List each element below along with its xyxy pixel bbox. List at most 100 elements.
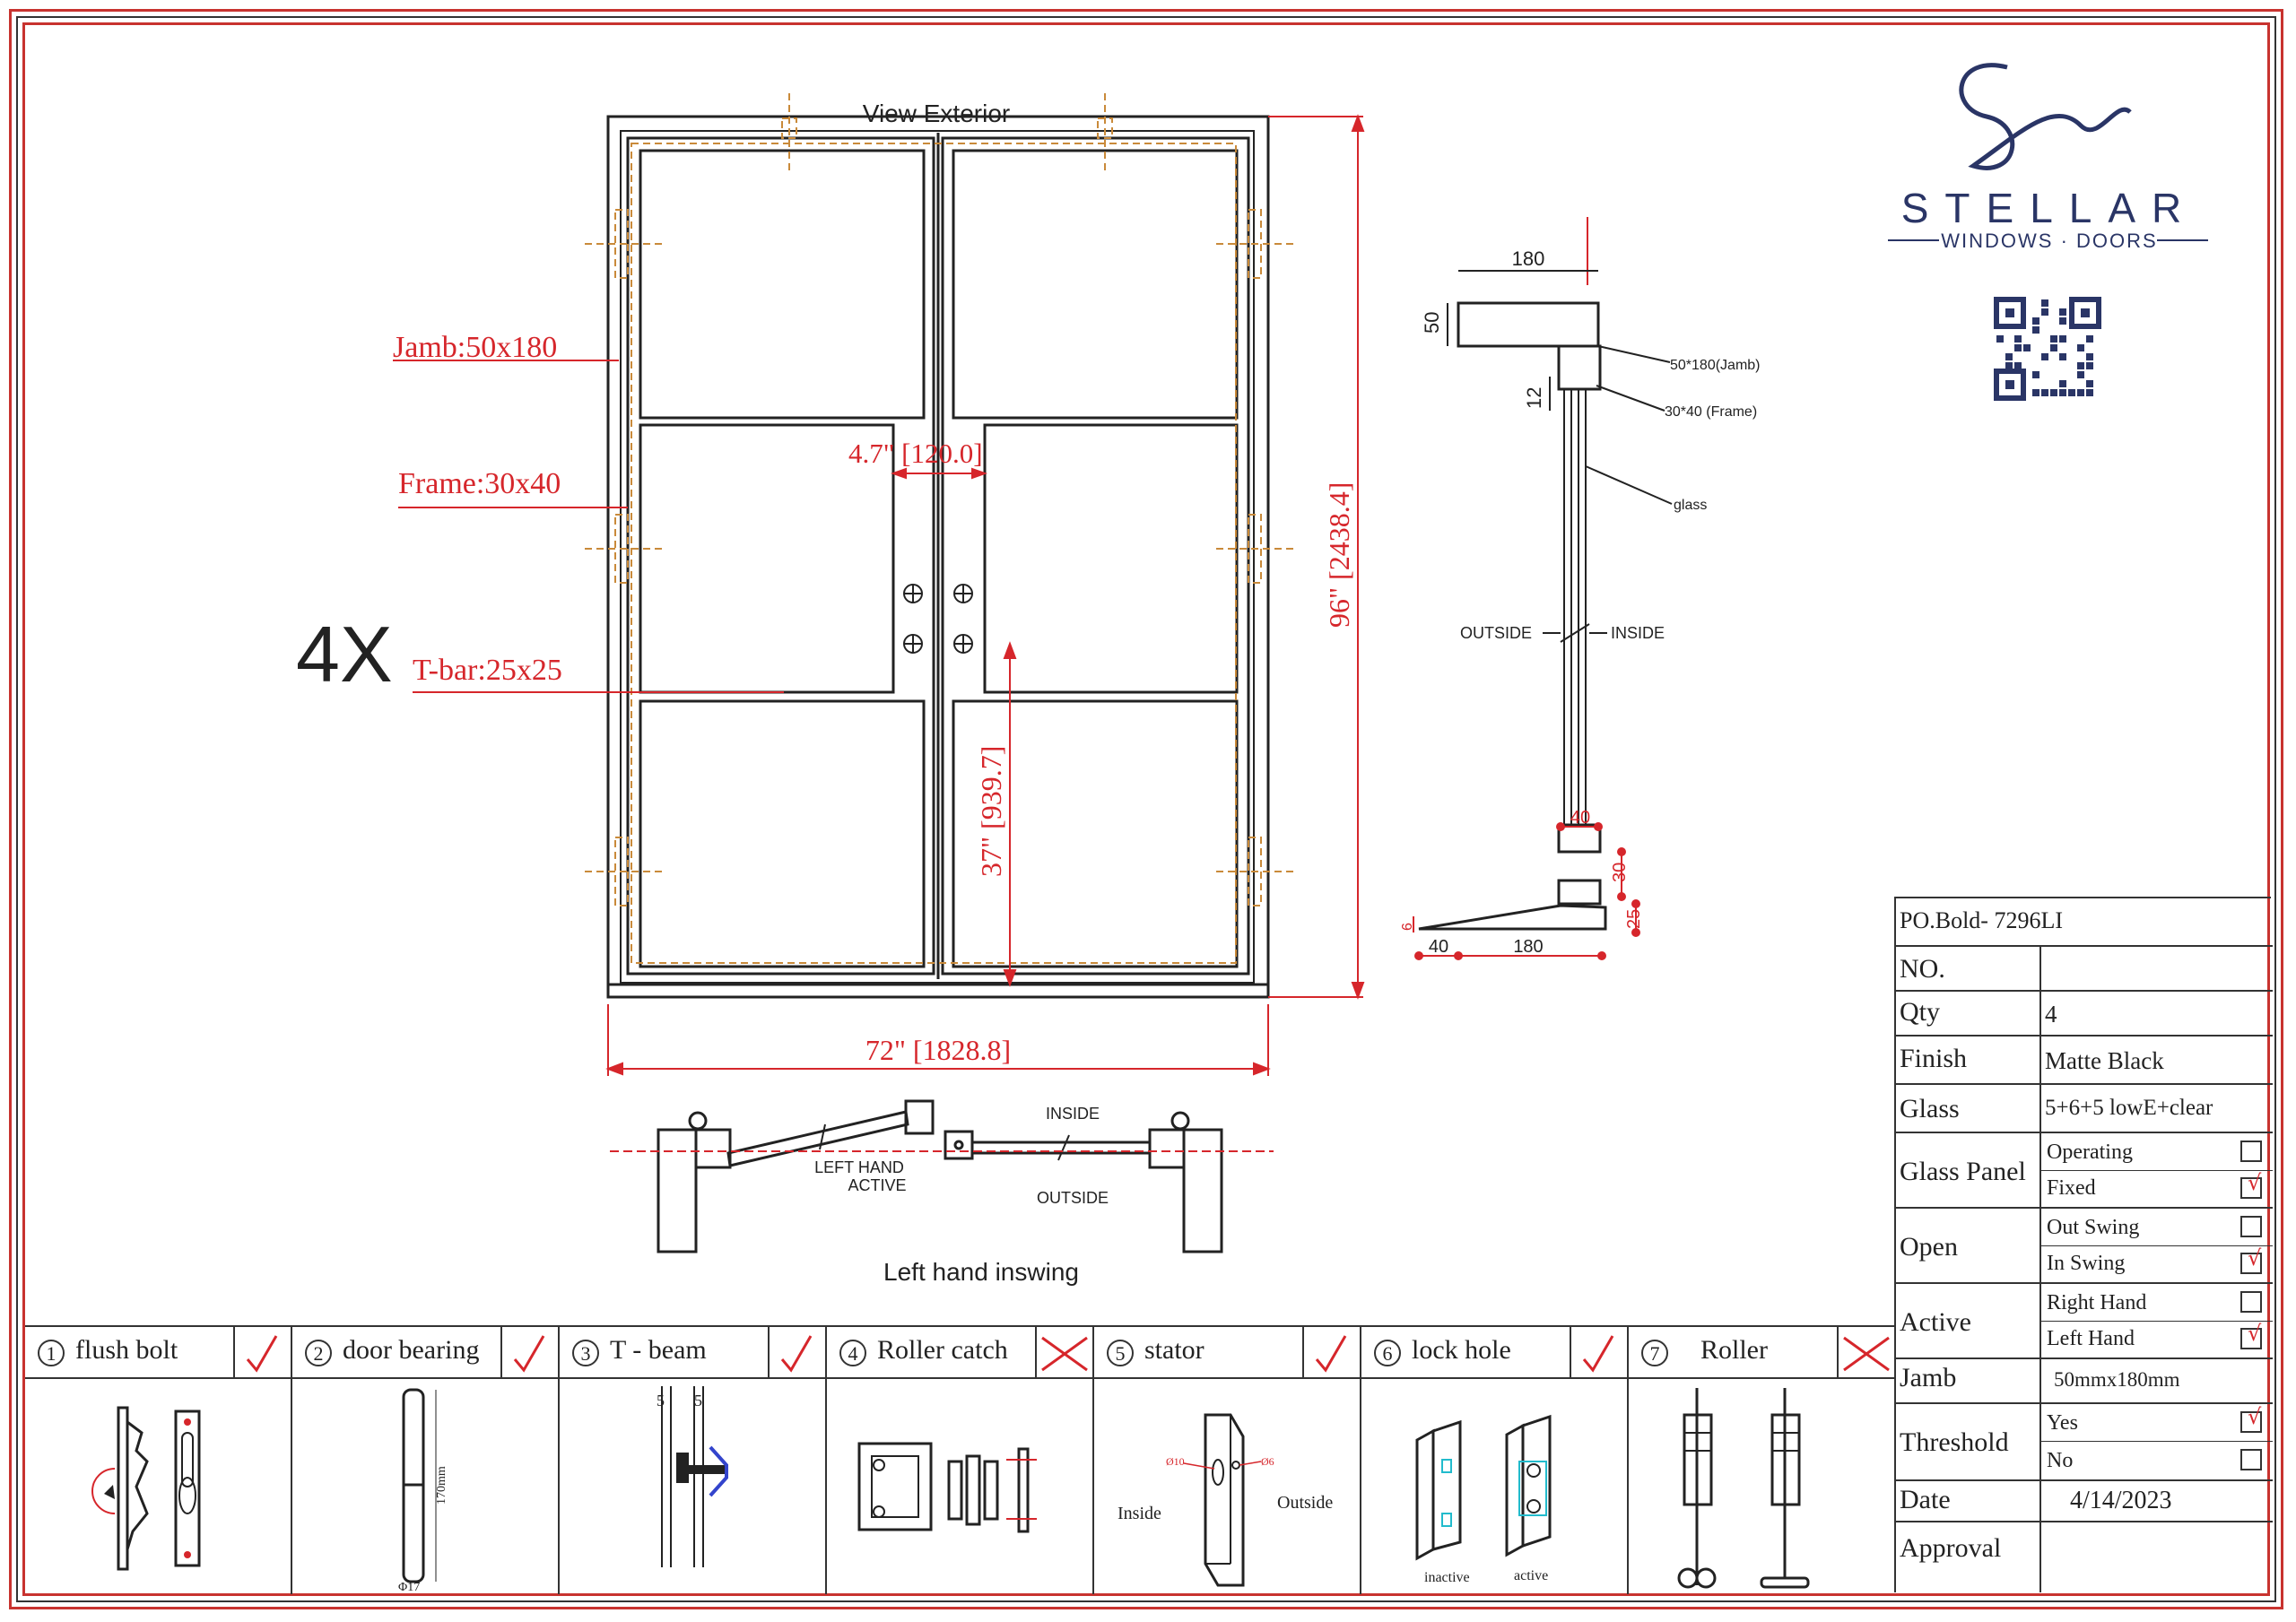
po-row: PO.Bold- 7296LI <box>1896 898 2273 947</box>
checkmark-icon: √ <box>2248 1404 2262 1429</box>
quantity-mark: 4X <box>296 610 393 698</box>
threshold-option-yes: Yes <box>2047 1411 2078 1435</box>
glass-note: glass <box>1674 498 1707 513</box>
glass-row: Glass 5+6+5 lowE+clear <box>1896 1085 2273 1133</box>
qr-code <box>1994 297 2101 401</box>
door-bearing-icon: 170mm Φ17 <box>398 1388 448 1594</box>
operating-checkbox[interactable] <box>2240 1141 2262 1162</box>
plan-caption: Left hand inswing <box>883 1258 1079 1286</box>
included-mark-icon <box>500 1327 558 1379</box>
plan-active: ACTIVE <box>848 1176 906 1194</box>
svg-text:Ø6: Ø6 <box>1261 1455 1274 1468</box>
frame-label: Frame:30x40 <box>398 467 561 500</box>
table-divider <box>2039 947 2041 1592</box>
glass-label: Glass <box>1900 1094 1960 1123</box>
qty-label: Qty <box>1900 997 1940 1027</box>
threshold-row: Threshold Yes √ No <box>1896 1404 2273 1481</box>
right-hand-checkbox[interactable] <box>2240 1291 2262 1313</box>
approval-row: Approval <box>1896 1522 2273 1592</box>
jamb-label: Jamb <box>1900 1363 1957 1392</box>
jamb-value: 50mmx180mm <box>2054 1368 2180 1391</box>
section-dim-40-bottom: 40 <box>1429 937 1448 957</box>
hardware-label: flush bolt <box>75 1335 178 1365</box>
stellar-logo <box>1888 63 2208 241</box>
svg-text:Inside: Inside <box>1118 1504 1161 1523</box>
dimension-lines <box>605 114 1365 1076</box>
svg-text:inactive: inactive <box>1424 1570 1470 1585</box>
checkmark-icon: √ <box>2248 1170 2262 1195</box>
hardware-cell-7: 7 Roller <box>1629 1327 1894 1594</box>
svg-text:Φ17: Φ17 <box>398 1581 420 1594</box>
hardware-label: Roller catch <box>877 1335 1008 1365</box>
no-row: NO. <box>1896 947 2273 992</box>
section-dim-50: 50 <box>1421 312 1443 334</box>
svg-text:Outside: Outside <box>1277 1493 1333 1513</box>
hinge-markers <box>585 93 1293 964</box>
hardware-number: 2 <box>305 1340 332 1366</box>
border-inner <box>22 22 2270 1596</box>
hardware-number: 5 <box>1107 1340 1134 1366</box>
included-mark-icon <box>1302 1327 1360 1379</box>
fixed-checkbox[interactable]: √ <box>2240 1170 2262 1199</box>
hardware-number: 6 <box>1374 1340 1401 1366</box>
finish-value: Matte Black <box>2045 1047 2164 1074</box>
hardware-number: 7 <box>1641 1340 1668 1366</box>
hardware-label: T - beam <box>610 1335 707 1365</box>
border-middle <box>16 16 2276 1602</box>
hardware-label: stator <box>1144 1335 1205 1365</box>
included-mark-icon <box>233 1327 291 1379</box>
glass-panel-row: Glass Panel Operating Fixed√ <box>1896 1133 2273 1209</box>
threshold-option-no: No <box>2047 1449 2074 1472</box>
included-mark-icon <box>1570 1327 1627 1379</box>
active-option-left-hand: Left Hand <box>2047 1327 2135 1350</box>
dim-gap: 4.7" [120.0] <box>848 438 983 469</box>
checkmark-icon: √ <box>2248 1321 2262 1346</box>
section-inside: INSIDE <box>1611 624 1665 642</box>
section-dim-180-bottom: 180 <box>1513 937 1543 957</box>
svg-text:170mm: 170mm <box>435 1466 448 1505</box>
threshold-label: Threshold <box>1900 1427 2009 1457</box>
stator-icon: Inside Outside Ø10 Ø6 <box>1118 1413 1333 1587</box>
plan-view <box>657 1099 1223 1253</box>
section-dim-12: 12 <box>1523 387 1545 409</box>
included-mark-icon <box>1035 1327 1092 1379</box>
qty-value: 4 <box>2045 1001 2057 1028</box>
hardware-label: Roller <box>1700 1335 1768 1365</box>
hardware-number: 1 <box>38 1340 65 1366</box>
no-checkbox[interactable] <box>2240 1449 2262 1470</box>
dim-handle: 37" [939.7] <box>975 746 1007 877</box>
hardware-cell-5: 5 stator Inside Outside Ø10 Ø6 <box>1094 1327 1361 1594</box>
hardware-number: 4 <box>839 1340 866 1366</box>
yes-checkbox[interactable]: √ <box>2240 1404 2262 1433</box>
frame-note: 30*40 (Frame) <box>1665 404 1757 420</box>
roller-icon <box>1677 1388 1810 1589</box>
included-mark-icon <box>1837 1327 1894 1379</box>
hardware-label: lock hole <box>1412 1335 1511 1365</box>
in-swing-checkbox[interactable]: √ <box>2240 1245 2262 1274</box>
section-dim-180-top: 180 <box>1512 247 1545 270</box>
svg-text:5: 5 <box>657 1392 665 1409</box>
date-value: 4/14/2023 <box>2070 1487 2172 1514</box>
approval-label: Approval <box>1900 1533 2002 1563</box>
left-hand-checkbox[interactable]: √ <box>2240 1321 2262 1349</box>
section-dim-25: 25 <box>1624 909 1644 929</box>
open-option-in-swing: In Swing <box>2047 1252 2126 1275</box>
out-swing-checkbox[interactable] <box>2240 1216 2262 1237</box>
dim-width: 72" [1828.8] <box>865 1034 1011 1066</box>
svg-text:Ø10: Ø10 <box>1166 1455 1185 1468</box>
plan-left-hand: LEFT HAND <box>814 1158 904 1176</box>
brand-name: STELLAR <box>1901 185 2198 231</box>
dim-height: 96" [2438.4] <box>1323 482 1355 628</box>
section-detail <box>1418 301 1673 931</box>
included-mark-icon <box>768 1327 825 1379</box>
brand-tagline: WINDOWS · DOORS <box>1941 230 2157 252</box>
qty-row: Qty 4 <box>1896 992 2273 1037</box>
jamb-row: Jamb 50mmx180mm <box>1896 1359 2273 1404</box>
flush-bolt-icon <box>91 1406 201 1571</box>
section-dim-6: 6 <box>1400 923 1415 931</box>
finish-row: Finish Matte Black <box>1896 1037 2273 1085</box>
